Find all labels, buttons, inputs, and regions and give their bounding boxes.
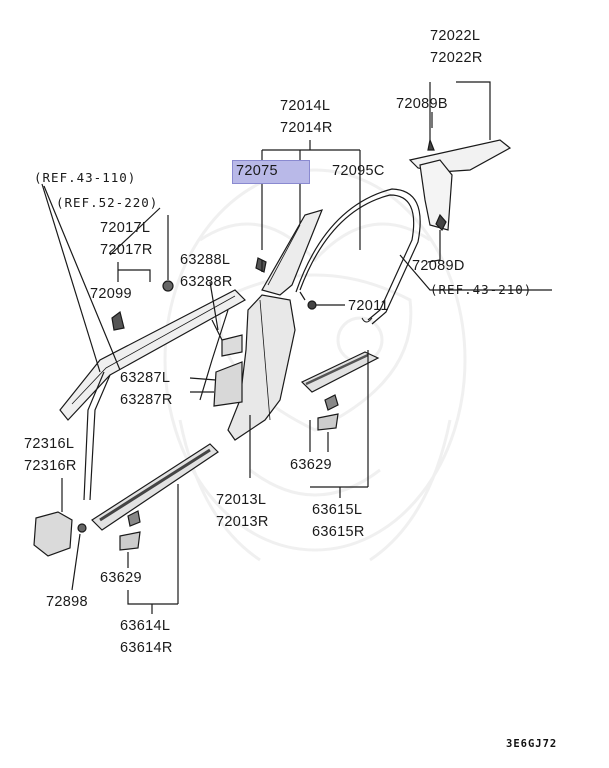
part-rear-scuff-plate <box>300 351 380 393</box>
label-63629-front[interactable]: 63629 <box>100 570 142 586</box>
label-63287R[interactable]: 63287R <box>120 392 173 408</box>
part-63288 <box>221 334 243 357</box>
part-kick-panel <box>33 511 73 557</box>
part-weatherstrip-front <box>83 371 111 501</box>
part-weatherstrip-rear <box>299 194 415 321</box>
label-72099[interactable]: 72099 <box>90 286 132 302</box>
label-63614L[interactable]: 63614L <box>120 618 171 634</box>
leader-72022 <box>456 81 491 140</box>
label-63615R[interactable]: 63615R <box>312 524 365 540</box>
label-72013R[interactable]: 72013R <box>216 514 269 530</box>
label-72898[interactable]: 72898 <box>46 594 88 610</box>
leader-63614 <box>127 484 179 614</box>
part-quarter-trim <box>419 159 453 231</box>
label-72013L[interactable]: 72013L <box>216 492 267 508</box>
diagram-code: 3E6GJ72 <box>506 738 558 750</box>
ref-43-210[interactable]: (REF.43-210) <box>430 282 533 297</box>
label-72011[interactable]: 72011 <box>348 298 389 314</box>
part-63287 <box>213 361 243 407</box>
label-72089D[interactable]: 72089D <box>412 258 465 274</box>
label-72022L[interactable]: 72022L <box>430 28 481 44</box>
label-72095C[interactable]: 72095C <box>332 163 385 179</box>
label-72089B[interactable]: 72089B <box>396 96 448 112</box>
leader-63615 <box>309 350 369 498</box>
label-63615L[interactable]: 63615L <box>312 502 363 518</box>
label-63614R[interactable]: 63614R <box>120 640 173 656</box>
leader-72099 <box>117 215 169 282</box>
part-upper-pillar-trim <box>261 209 324 296</box>
label-72017R[interactable]: 72017R <box>100 242 153 258</box>
part-a-pillar-trim <box>59 289 246 421</box>
highlight-72075 <box>232 160 310 184</box>
label-63287L[interactable]: 63287L <box>120 370 171 386</box>
ref-52-220[interactable]: (REF.52-220) <box>56 195 159 210</box>
label-72316R[interactable]: 72316R <box>24 458 77 474</box>
leader-72089D <box>427 230 441 263</box>
label-63288R[interactable]: 63288R <box>180 274 233 290</box>
label-72316L[interactable]: 72316L <box>24 436 75 452</box>
label-63288L[interactable]: 63288L <box>180 252 231 268</box>
leader-72898 <box>71 533 81 591</box>
label-72022R[interactable]: 72022R <box>430 50 483 66</box>
label-72017L[interactable]: 72017L <box>100 220 151 236</box>
label-63629-rear[interactable]: 63629 <box>290 457 332 473</box>
label-72075[interactable]: 72075 <box>236 163 278 179</box>
label-72014R[interactable]: 72014R <box>280 120 333 136</box>
leader-72014 <box>261 140 361 250</box>
ref-43-110[interactable]: (REF.43-110) <box>34 170 137 185</box>
label-72014L[interactable]: 72014L <box>280 98 331 114</box>
